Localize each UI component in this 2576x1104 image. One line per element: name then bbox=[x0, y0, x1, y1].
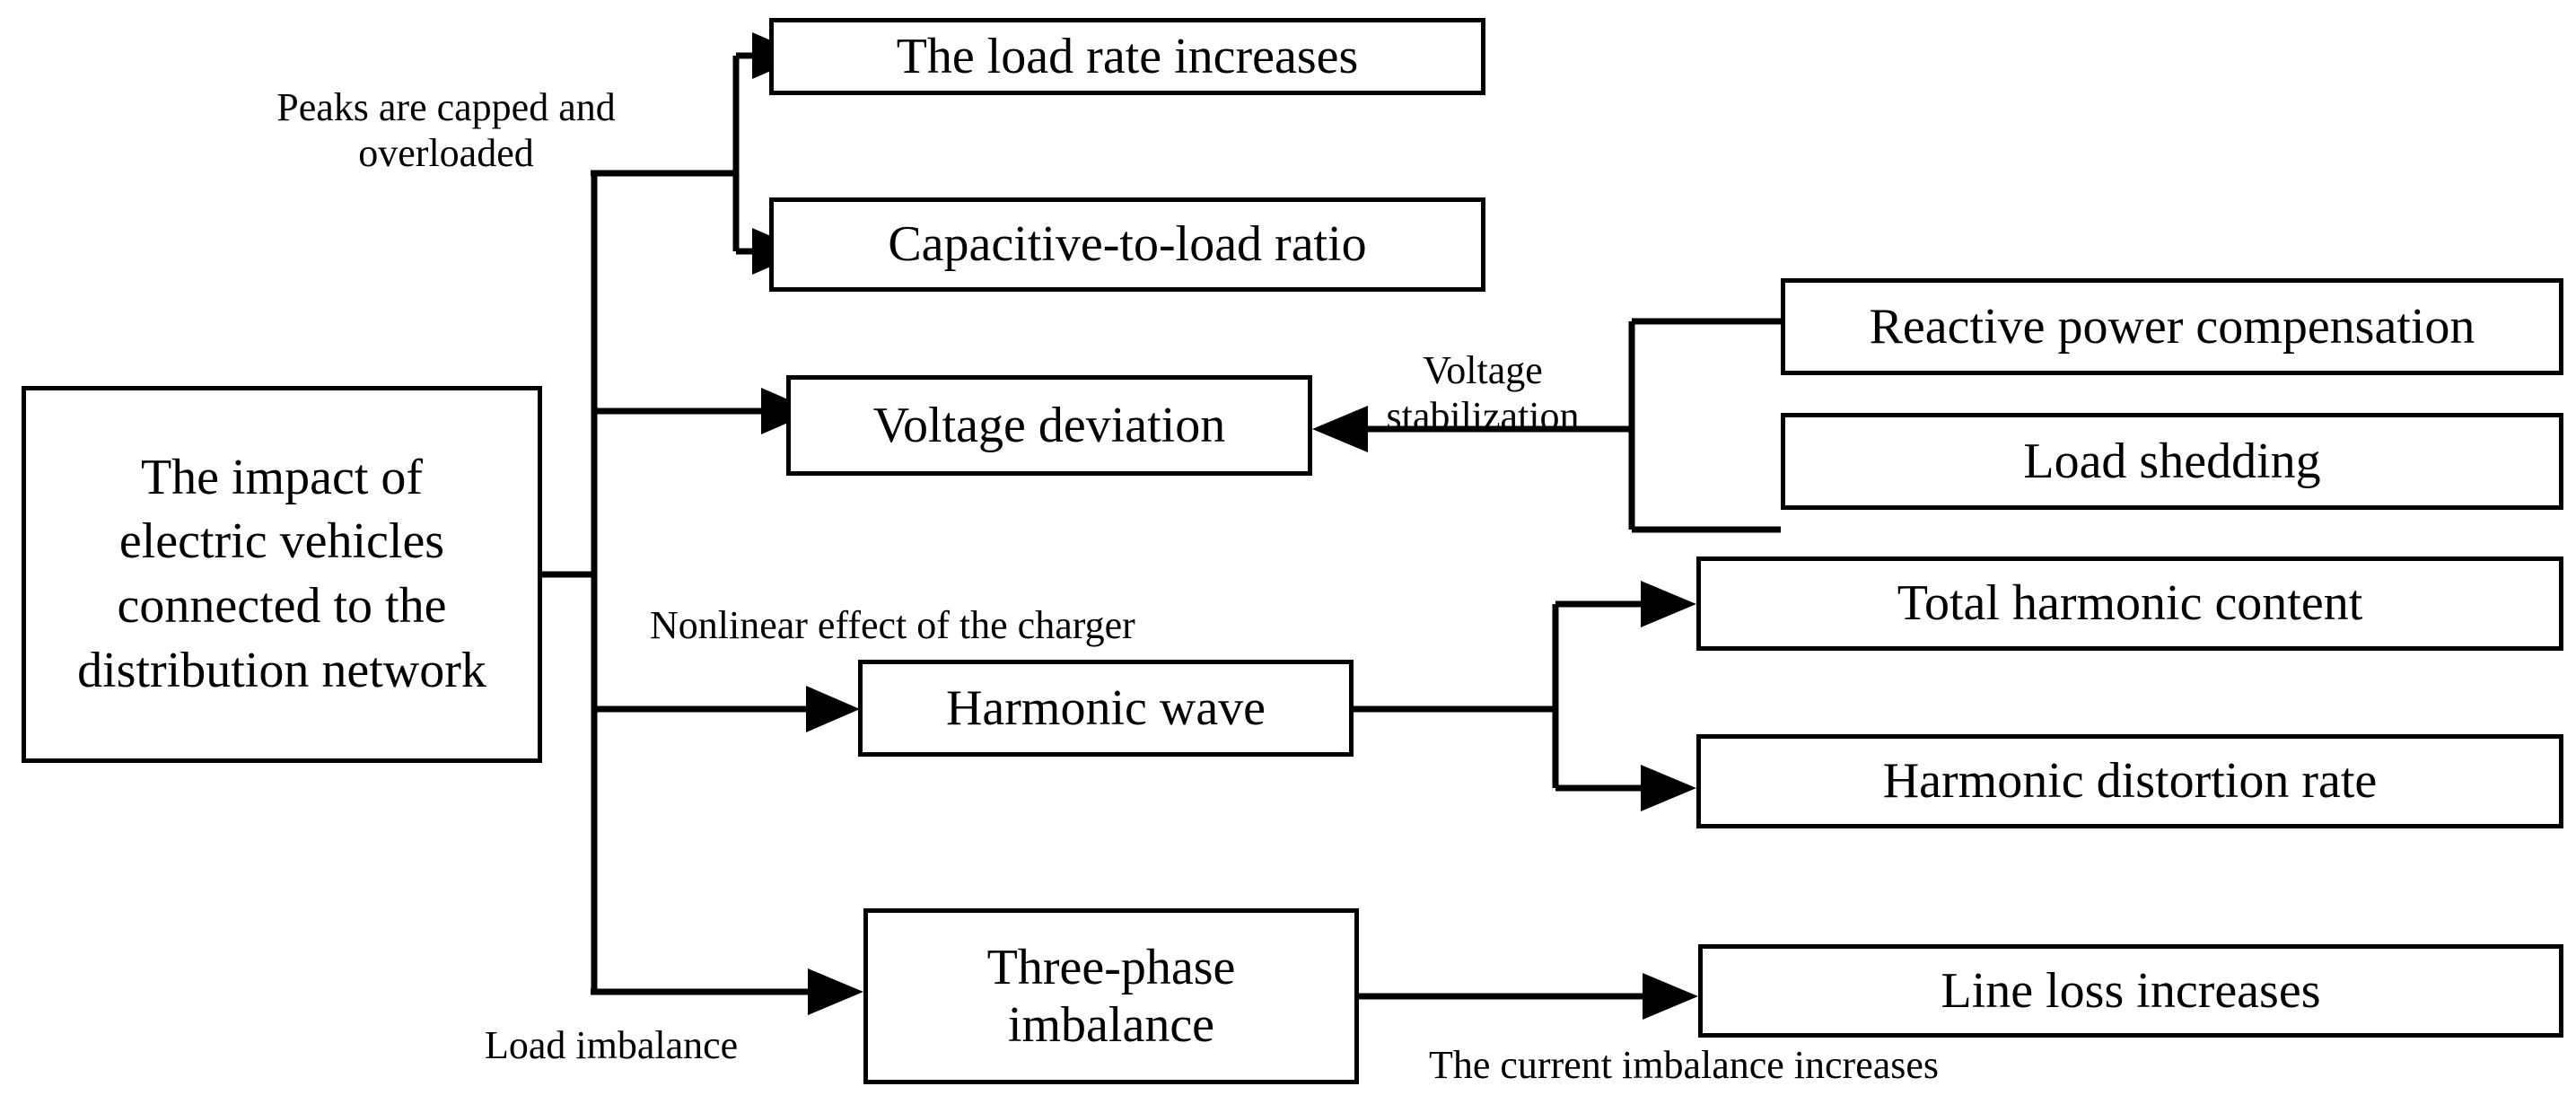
node-line-loss-increases[interactable]: Line loss increases bbox=[1698, 944, 2563, 1038]
arrow-threephase-head bbox=[808, 968, 863, 1015]
edge-label-load-imbalance: Load imbalance bbox=[485, 1023, 739, 1067]
arrow-lineloss-head bbox=[1643, 973, 1698, 1020]
edge-label-voltage-stabilization: Voltage stabilization bbox=[1386, 348, 1580, 438]
edge-label-peaks-capped-overloaded: Peaks are capped and overloaded bbox=[276, 85, 616, 175]
node-reactive-power-compensation[interactable]: Reactive power compensation bbox=[1781, 278, 2563, 375]
arrow-harmonic-head bbox=[806, 686, 860, 732]
arrow-thc-head bbox=[1641, 581, 1696, 627]
node-voltage-deviation[interactable]: Voltage deviation bbox=[786, 375, 1312, 476]
node-total-harmonic-content[interactable]: Total harmonic content bbox=[1696, 556, 2563, 651]
node-harmonic-distortion-rate[interactable]: Harmonic distortion rate bbox=[1696, 734, 2563, 828]
edge-label-nonlinear-effect-charger: Nonlinear effect of the charger bbox=[650, 603, 1135, 647]
node-load-rate-increases[interactable]: The load rate increases bbox=[769, 18, 1485, 95]
arrow-thd-head bbox=[1641, 765, 1696, 811]
node-root[interactable]: The impact of electric vehicles connecte… bbox=[22, 386, 542, 763]
node-three-phase-imbalance[interactable]: Three-phase imbalance bbox=[863, 908, 1359, 1084]
node-harmonic-wave[interactable]: Harmonic wave bbox=[858, 660, 1354, 757]
edge-label-current-imbalance-increases: The current imbalance increases bbox=[1429, 1043, 1940, 1087]
node-load-shedding[interactable]: Load shedding bbox=[1781, 413, 2563, 510]
node-capacitive-to-load-ratio[interactable]: Capacitive-to-load ratio bbox=[769, 197, 1485, 292]
